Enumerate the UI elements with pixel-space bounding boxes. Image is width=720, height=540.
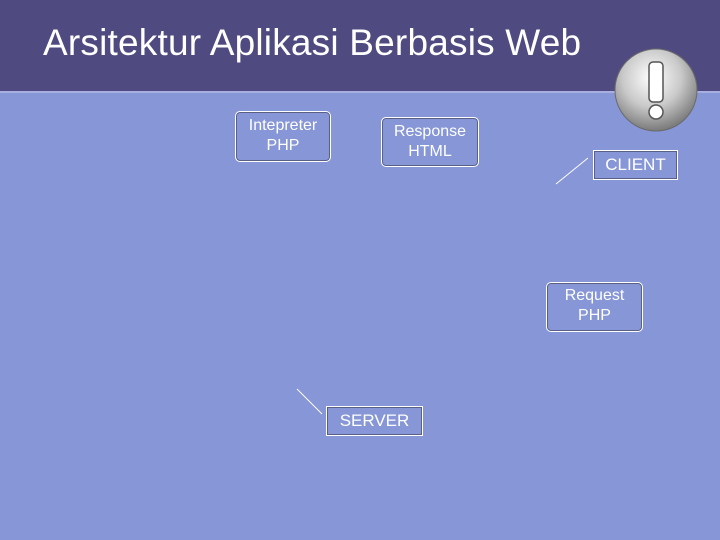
server-connector-line (296, 388, 323, 415)
response-html-box: Response HTML (381, 117, 479, 167)
client-connector-line (555, 157, 589, 185)
interpreter-line-1: Intepreter (248, 117, 318, 134)
interpreter-php-box: Intepreter PHP (235, 111, 331, 162)
alert-icon (614, 48, 698, 132)
slide-header: Arsitektur Aplikasi Berbasis Web (0, 0, 720, 93)
response-line-1: Response (393, 123, 467, 140)
client-label: CLIENT (593, 150, 678, 180)
interpreter-line-2: PHP (266, 137, 300, 154)
request-line-2: PHP (578, 307, 611, 324)
request-php-box: Request PHP (546, 282, 643, 332)
slide-title: Arsitektur Aplikasi Berbasis Web (43, 22, 582, 63)
server-label: SERVER (326, 406, 423, 436)
response-line-2: HTML (408, 143, 452, 160)
request-line-1: Request (564, 287, 625, 304)
